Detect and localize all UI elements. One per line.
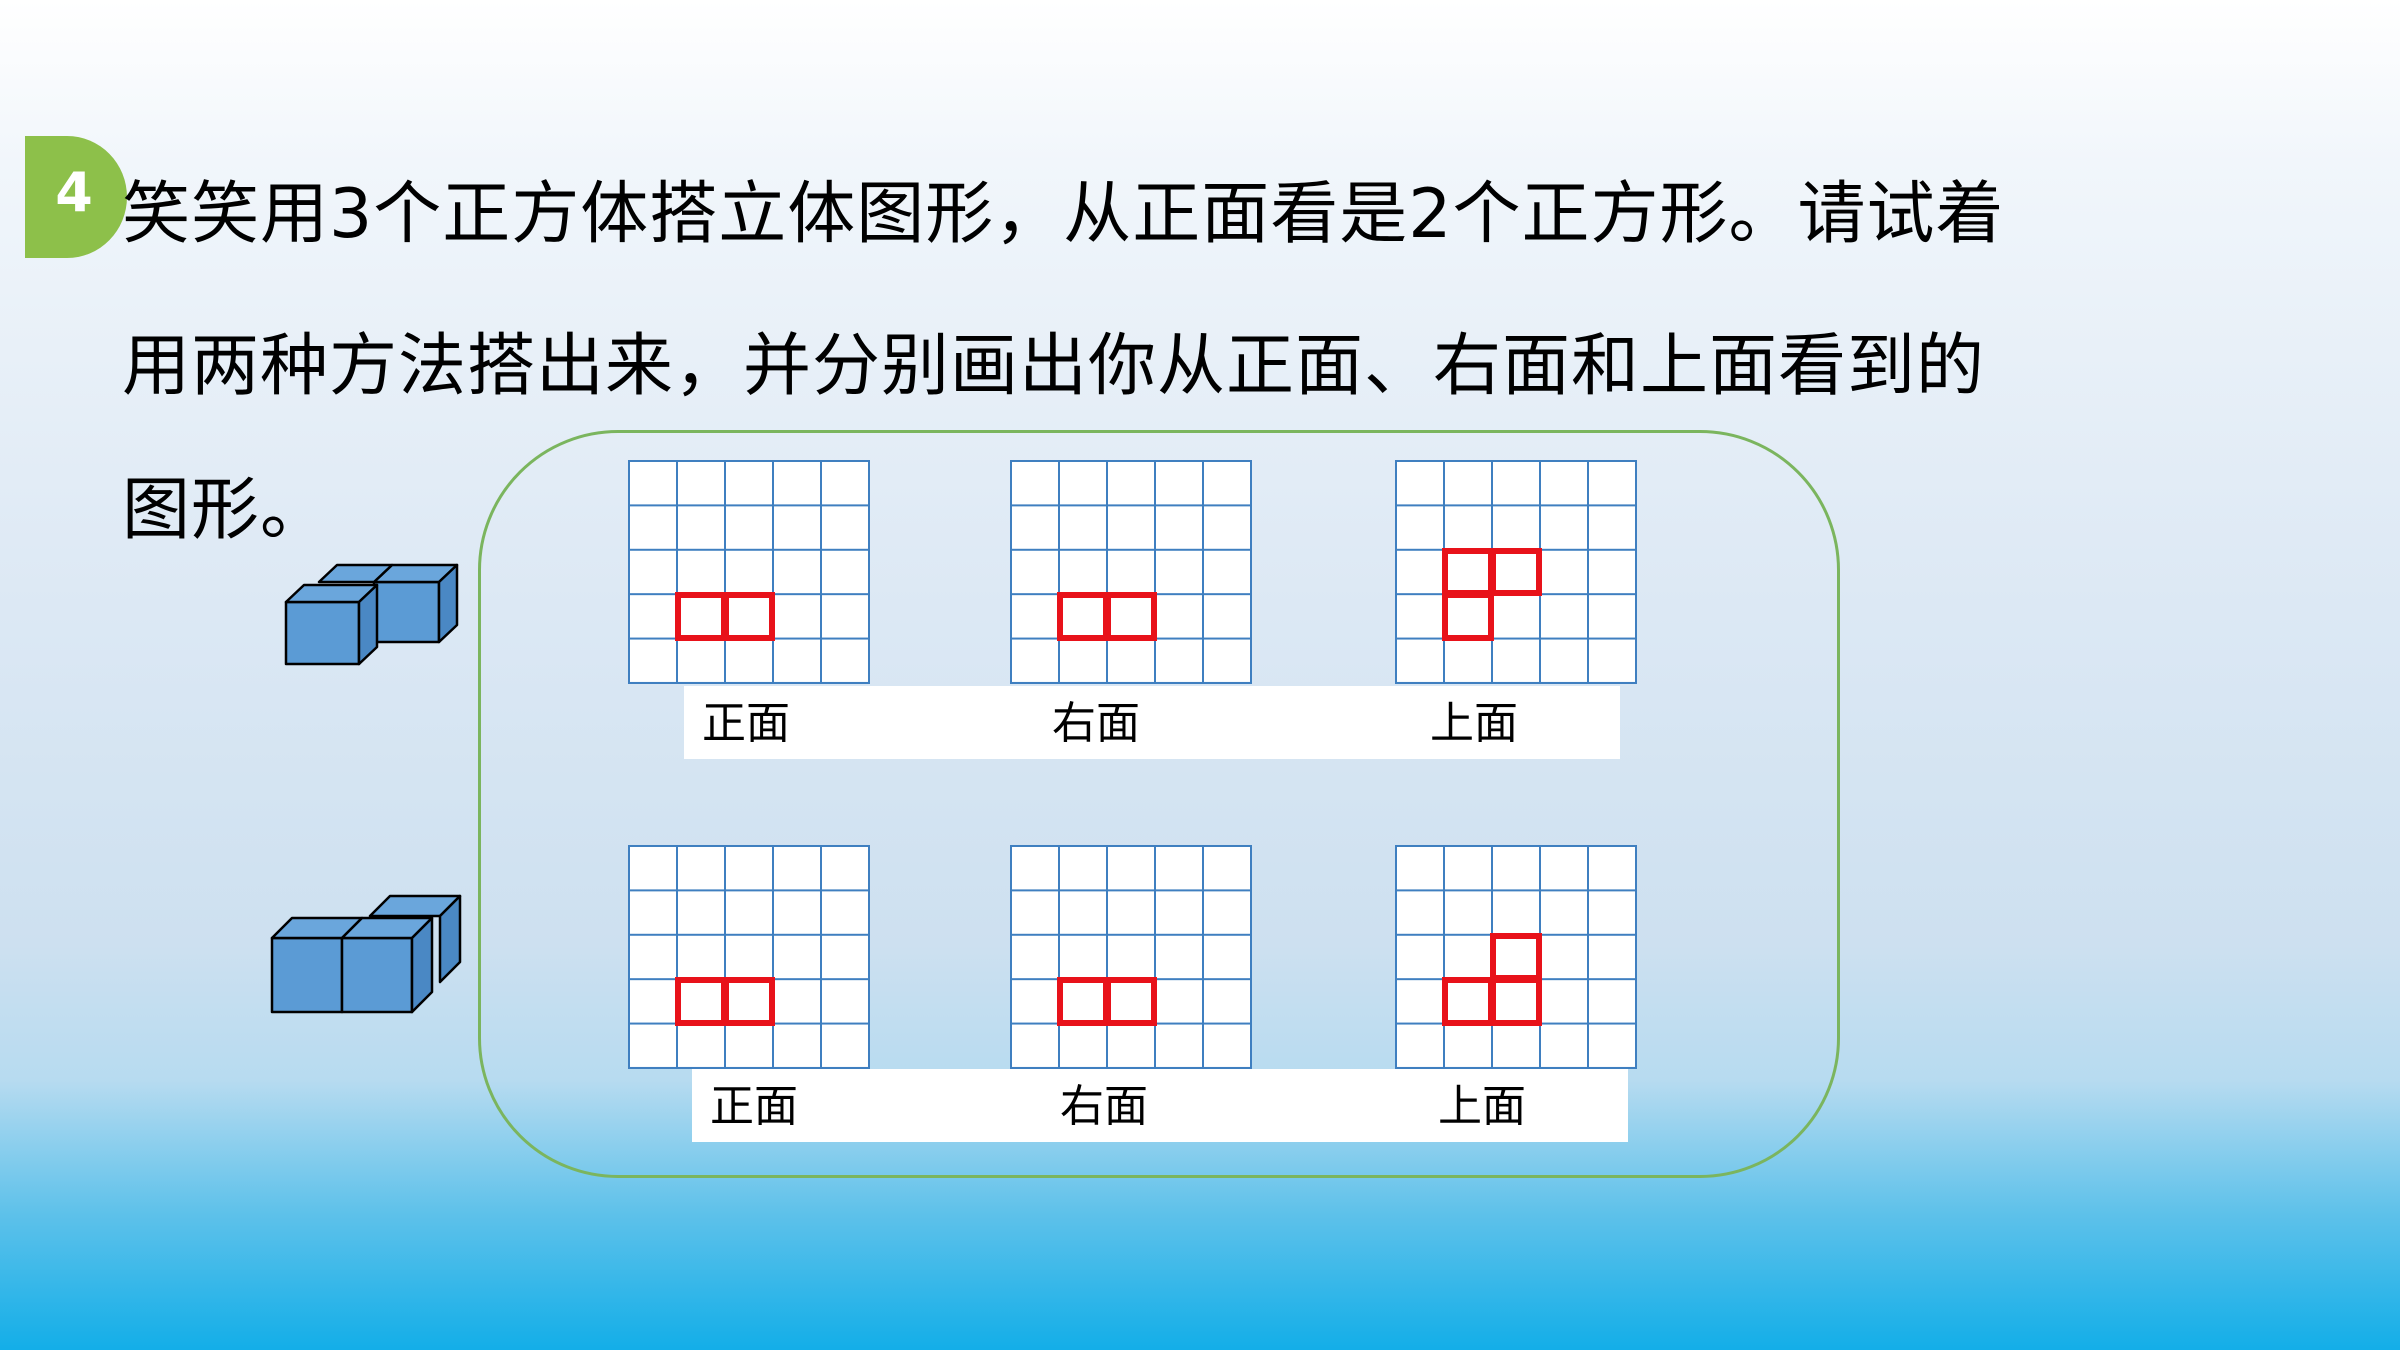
question-line-1: 笑笑用3个正方体搭立体图形，从正面看是2个正方形。请试着 — [122, 175, 2005, 254]
view-square — [1490, 547, 1542, 597]
label-row2-right: 右面 — [1060, 1081, 1148, 1132]
problem-number: 4 — [55, 161, 93, 224]
view-square — [1105, 592, 1157, 641]
grid-row2-top — [1395, 845, 1637, 1069]
grid-row1-top — [1395, 460, 1637, 684]
view-square — [1442, 592, 1494, 641]
cube-figure-2 — [270, 894, 462, 1014]
grid-row1-right — [1010, 460, 1252, 684]
view-square — [1105, 977, 1157, 1026]
grid-row2-right — [1010, 845, 1252, 1069]
view-square — [1442, 547, 1494, 597]
question-line-3: 图形。 — [122, 471, 330, 550]
view-square — [1490, 932, 1542, 982]
view-square — [1442, 977, 1494, 1026]
view-square — [675, 592, 727, 641]
label-row1-top: 上面 — [1430, 698, 1518, 749]
view-square — [1490, 977, 1542, 1026]
label-bar-row2 — [692, 1069, 1628, 1142]
view-square — [723, 592, 775, 641]
view-square — [1057, 592, 1109, 641]
cube-figure-1 — [284, 563, 459, 666]
label-row1-front: 正面 — [702, 698, 790, 749]
label-bar-row1 — [684, 686, 1620, 759]
view-square — [1057, 977, 1109, 1026]
label-row2-top: 上面 — [1438, 1081, 1526, 1132]
problem-number-badge: 4 — [25, 136, 127, 258]
view-square — [723, 977, 775, 1026]
view-square — [675, 977, 727, 1026]
label-row2-front: 正面 — [710, 1081, 798, 1132]
answer-panel — [478, 430, 1840, 1178]
label-row1-right: 右面 — [1052, 698, 1140, 749]
question-line-2: 用两种方法搭出来，并分别画出你从正面、右面和上面看到的 — [122, 327, 1986, 406]
grid-row2-front — [628, 845, 870, 1069]
grid-row1-front — [628, 460, 870, 684]
